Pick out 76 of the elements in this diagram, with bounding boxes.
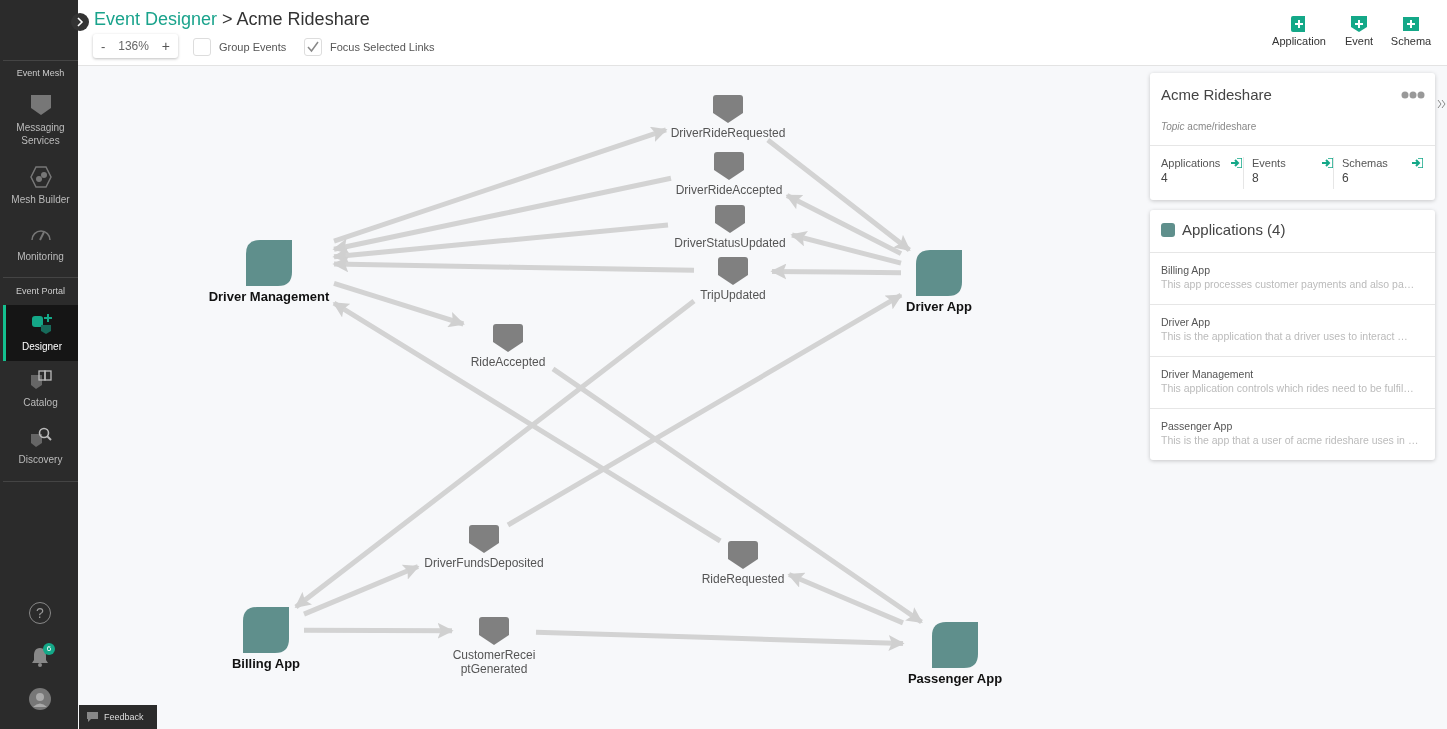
list-item-description: This app processes customer payments and also pa… — [1161, 278, 1415, 290]
topic-text: Topic acme/rideshare — [1161, 121, 1257, 132]
breadcrumb-link: Event Designer — [94, 9, 218, 30]
nav-item: Monitoring — [3, 220, 78, 266]
nav-item: Discovery — [3, 423, 78, 469]
list-item-title: Passenger App — [1161, 420, 1233, 432]
node-label: Driver App — [906, 299, 972, 314]
stat-label: Events — [1252, 157, 1286, 169]
card-title: Acme Rideshare — [1161, 86, 1272, 103]
section-heading: Event Portal — [15, 286, 66, 296]
arrow — [303, 564, 420, 617]
zoom-out-button: - — [97, 38, 110, 54]
arrow — [770, 263, 902, 280]
arrow — [332, 300, 722, 544]
arrow — [790, 230, 902, 266]
arrow — [332, 222, 669, 264]
arrow — [551, 366, 923, 625]
event-node: CustomerReceiptGenerated — [452, 617, 536, 676]
arrow — [332, 256, 695, 273]
add-button: Schema — [1375, 16, 1447, 47]
node-label: TripUpdated — [700, 288, 766, 302]
feedback-button: Feedback — [79, 705, 157, 729]
stat-value: 6 — [1342, 171, 1349, 185]
arrow — [333, 281, 465, 328]
nav-item: Mesh Builder — [3, 163, 78, 209]
zoom-in-button: + — [157, 38, 174, 54]
node-label: Driver Management — [208, 289, 330, 304]
stat-label: Applications — [1161, 157, 1221, 169]
node-label: CustomerReceiptGenerated — [452, 648, 536, 676]
node-label: RideRequested — [701, 572, 785, 586]
list-item-title: Driver App — [1161, 316, 1211, 328]
node-label: DriverFundsDeposited — [424, 556, 544, 570]
arrow — [535, 629, 905, 651]
event-node: TripUpdated — [694, 257, 772, 302]
event-node: DriverRideAccepted — [671, 152, 787, 197]
event-node: DriverRideRequested — [666, 95, 790, 140]
arrow — [766, 138, 911, 252]
checkbox-label: Focus Selected Links — [330, 41, 435, 53]
application-node: Passenger App — [903, 622, 1007, 687]
application-node: Driver App — [901, 250, 977, 315]
checkbox-label: Group Events — [219, 41, 287, 53]
list-item-description: This is the application that a driver uses to interact … — [1161, 330, 1408, 342]
stat-value: 4 — [1161, 171, 1168, 185]
arrow — [506, 293, 903, 528]
zoom-level: 136% — [118, 39, 149, 53]
event-node: RideAccepted — [463, 324, 553, 369]
event-node: DriverStatusUpdated — [668, 205, 792, 250]
nav-item: Designer — [3, 305, 78, 361]
list-item-title: Driver Management — [1161, 368, 1254, 380]
page-title: > Acme Rideshare — [222, 9, 370, 30]
application-node: Billing App — [228, 607, 304, 672]
arrow — [294, 299, 696, 609]
node-label: DriverRideRequested — [670, 126, 786, 140]
list-item-description: This application controls which rides need to be fulfil… — [1161, 382, 1414, 394]
node-label: Passenger App — [907, 671, 1003, 686]
list-item-title: Billing App — [1161, 264, 1211, 276]
section-heading: Event Mesh — [15, 68, 66, 78]
arrow — [333, 126, 668, 244]
nav-item: Messaging Services — [3, 89, 78, 151]
node-label: DriverStatusUpdated — [674, 236, 786, 250]
stat-label: Schemas — [1342, 157, 1388, 169]
arrow — [787, 572, 904, 626]
event-node: RideRequested — [697, 541, 789, 586]
event-node: DriverFundsDeposited — [418, 525, 550, 570]
node-label: DriverRideAccepted — [675, 183, 783, 197]
stat-value: 8 — [1252, 171, 1259, 185]
node-label: Billing App — [231, 656, 301, 671]
node-label: RideAccepted — [470, 355, 546, 369]
add-button: Application — [1263, 16, 1335, 47]
nav-item: Catalog — [3, 366, 78, 412]
arrow — [332, 175, 672, 255]
list-item-description: This is the app that a user of acme rideshare uses in … — [1161, 434, 1419, 446]
arrow — [785, 193, 903, 256]
application-node: Driver Management — [204, 240, 334, 305]
arrow — [304, 622, 454, 639]
section-title: Applications (4) — [1182, 221, 1286, 238]
